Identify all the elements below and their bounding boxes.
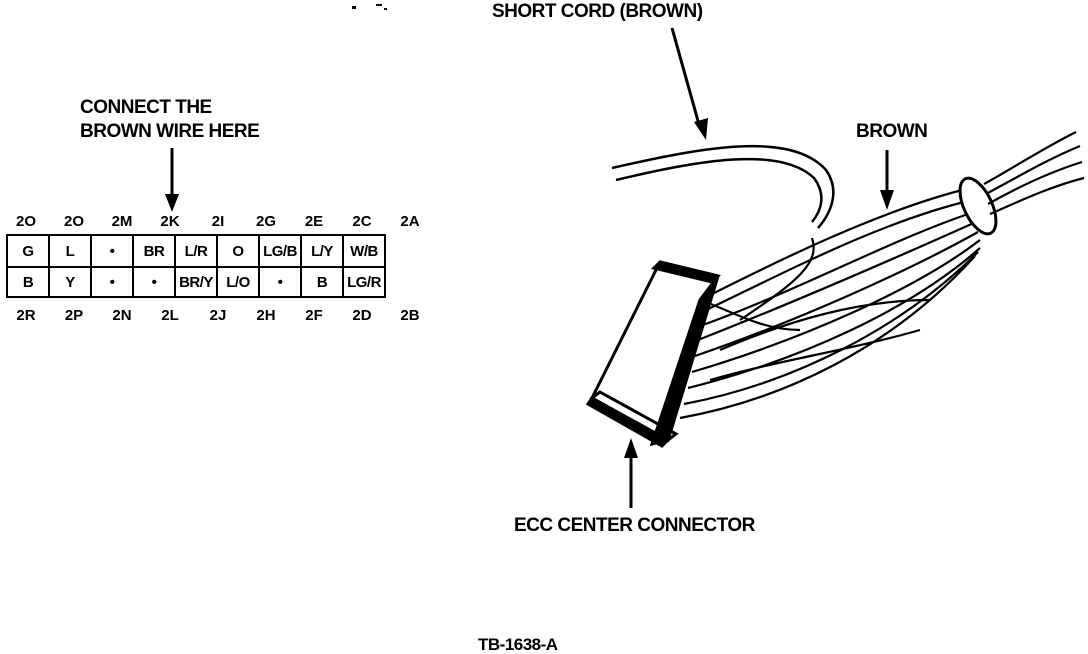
pin-cell: BR bbox=[132, 234, 176, 268]
brown-arrow bbox=[880, 150, 894, 210]
pin-row-top: G L • BR L/R O LG/B L/Y W/B bbox=[6, 234, 386, 268]
short-cord-label: SHORT CORD (BROWN) bbox=[492, 1, 703, 22]
connect-label: CONNECT THE BROWN WIRE HERE bbox=[80, 97, 260, 142]
pin-number: 2O bbox=[63, 213, 84, 230]
harness-grommet bbox=[958, 176, 998, 236]
pin-number: 2B bbox=[400, 307, 420, 324]
pin-cell: LG/R bbox=[342, 266, 386, 298]
stray-marks bbox=[352, 4, 387, 10]
pin-cell: • bbox=[258, 266, 302, 298]
pin-number: 2M bbox=[111, 213, 133, 230]
pin-number: 2O bbox=[15, 213, 36, 230]
pin-cell: • bbox=[90, 266, 134, 298]
pin-cell: B bbox=[6, 266, 50, 298]
pin-number: 2H bbox=[256, 307, 276, 324]
pin-cell: B bbox=[300, 266, 344, 298]
pin-cell: L/R bbox=[174, 234, 218, 268]
pin-number: 2C bbox=[352, 213, 372, 230]
pin-number: 2K bbox=[160, 213, 180, 230]
pin-number: 2I bbox=[211, 213, 225, 230]
pin-number: 2F bbox=[305, 307, 323, 324]
pin-cell: • bbox=[132, 266, 176, 298]
pin-cell: LG/B bbox=[258, 234, 302, 268]
brown-label: BROWN bbox=[856, 121, 928, 142]
ecc-arrow bbox=[624, 438, 638, 508]
pin-number: 2P bbox=[64, 307, 84, 324]
pin-row-bottom: B Y • • BR/Y L/O • B LG/R bbox=[6, 266, 386, 298]
pin-cell: • bbox=[90, 234, 134, 268]
pin-number: 2L bbox=[161, 307, 179, 324]
pin-number: 2J bbox=[209, 307, 227, 324]
connect-label-line-2: BROWN WIRE HERE bbox=[80, 121, 260, 142]
pin-cell: L/O bbox=[216, 266, 260, 298]
short-cord-arrow bbox=[670, 27, 708, 140]
pin-cell: G bbox=[6, 234, 50, 268]
pin-number: 2E bbox=[304, 213, 324, 230]
ecc-center-connector-label: ECC CENTER CONNECTOR bbox=[514, 515, 755, 536]
connect-arrow bbox=[165, 148, 179, 212]
pin-number: 2D bbox=[352, 307, 372, 324]
short-cord bbox=[611, 144, 835, 229]
pin-cell: L bbox=[48, 234, 92, 268]
figure-code: TB-1638-A bbox=[478, 635, 558, 654]
pin-number: 2A bbox=[400, 213, 420, 230]
pin-cell: BR/Y bbox=[174, 266, 218, 298]
pin-cell: Y bbox=[48, 266, 92, 298]
pin-cell: L/Y bbox=[300, 234, 344, 268]
pin-cell: W/B bbox=[342, 234, 386, 268]
connector-pin-table: G L • BR L/R O LG/B L/Y W/B B Y • • BR/Y… bbox=[6, 234, 386, 298]
wire-tails bbox=[983, 131, 1085, 216]
pin-number: 2R bbox=[16, 307, 36, 324]
wire-harness bbox=[679, 186, 981, 420]
ecc-connector-block bbox=[585, 260, 721, 448]
pin-cell: O bbox=[216, 234, 260, 268]
pin-number: 2N bbox=[112, 307, 132, 324]
pin-number: 2G bbox=[255, 213, 276, 230]
connect-label-line-1: CONNECT THE bbox=[80, 97, 212, 118]
